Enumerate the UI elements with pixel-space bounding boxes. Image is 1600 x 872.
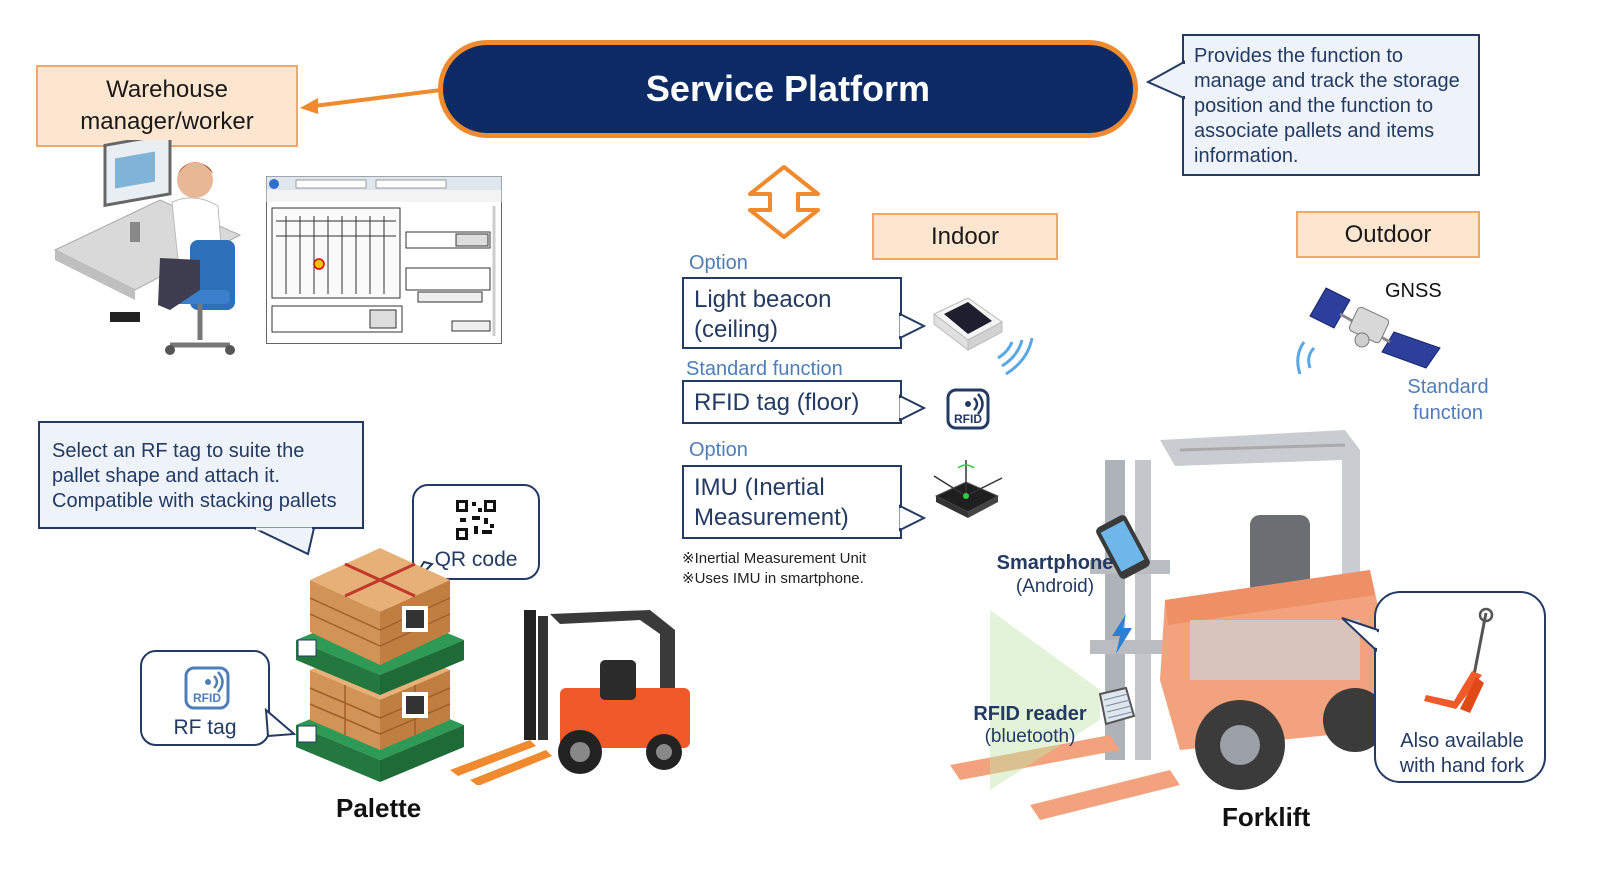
indoor-box: Indoor: [872, 213, 1058, 260]
warehouse-manager-label: Warehouse manager/worker: [80, 76, 254, 135]
rfid-floor-pointer: [899, 394, 927, 422]
light-beacon-box: Light beacon (ceiling): [682, 277, 902, 349]
hand-pallet-truck-icon: [1424, 607, 1494, 713]
imu-pointer: [899, 504, 927, 532]
platform-up-down-arrow: [748, 165, 820, 239]
imu-note-1: ※Inertial Measurement Unit: [682, 550, 867, 567]
outdoor-label: Outdoor: [1344, 220, 1432, 248]
platform-to-manager-arrow: [300, 88, 442, 114]
platform-function-callout: Provides the function to manage and trac…: [1182, 34, 1480, 176]
hand-fork-pointer: [1341, 617, 1380, 653]
pallet-callout-pointer: [253, 527, 316, 556]
gnss-standard-function: Standard function: [1407, 376, 1489, 424]
palette-title: Palette: [336, 793, 422, 823]
rfid-floor-icon: RFID: [946, 388, 990, 430]
imu-box: IMU (Inertial Measurement): [682, 465, 902, 539]
smartphone-label: Smartphone: [996, 552, 1114, 574]
worker-at-desk-illustration: [53, 140, 242, 355]
rf-tag-label: RF tag: [173, 716, 237, 739]
large-forklift-illustration: [950, 430, 1390, 820]
imu-tag: Option: [689, 439, 748, 461]
rfid-floor-icon-text: RFID: [954, 412, 982, 426]
indoor-label: Indoor: [930, 222, 1000, 250]
outdoor-box: Outdoor: [1296, 211, 1480, 258]
service-platform-title: Service Platform: [645, 68, 931, 109]
light-beacon-device-icon: [933, 297, 1034, 376]
forklift-title: Forklift: [1222, 802, 1311, 832]
pallet-rf-callout-text: Select an RF tag to suite the pallet sha…: [52, 440, 337, 512]
hand-fork-label: Also available with hand fork: [1399, 730, 1525, 777]
warehouse-manager-box: Warehouse manager/worker: [36, 65, 298, 147]
rf-bubble-pointer: [264, 707, 297, 738]
light-beacon-pointer: [899, 312, 927, 340]
platform-function-text: Provides the function to manage and trac…: [1194, 45, 1460, 167]
light-beacon-label: Light beacon (ceiling): [694, 286, 832, 343]
imu-label: IMU (Inertial Measurement): [694, 474, 849, 531]
qr-code-icon: [456, 500, 496, 540]
gnss-label: GNSS: [1385, 280, 1442, 302]
warehouse-map-screen-mock: [266, 176, 502, 344]
rf-tag-icon-text: RFID: [193, 691, 221, 705]
light-beacon-tag: Option: [689, 252, 748, 274]
rf-tag-bubble: RFID RF tag: [140, 650, 270, 746]
rfid-reader-conn-label: (bluetooth): [984, 726, 1076, 747]
hand-fork-bubble: Also available with hand fork: [1374, 591, 1546, 783]
service-platform-banner: Service Platform: [438, 40, 1138, 138]
bluetooth-bolt-icon: [1112, 614, 1132, 654]
small-forklift-illustration: [450, 610, 690, 785]
rfid-floor-label: RFID tag (floor): [694, 389, 860, 416]
qr-code-label: QR code: [434, 548, 518, 571]
gnss-satellite-icon: [1296, 287, 1441, 375]
stacked-pallets-illustration: [296, 548, 464, 782]
rfid-floor-box: RFID tag (floor): [682, 380, 902, 424]
rfid-floor-tag: Standard function: [686, 358, 843, 380]
imu-chip-icon: [933, 460, 1003, 518]
smartphone-icon: [1096, 515, 1150, 579]
rf-tag-icon: RFID: [184, 666, 230, 710]
rfid-reader-icon: [1098, 686, 1136, 726]
platform-callout-pointer: [1146, 60, 1186, 100]
rfid-reader-label: RFID reader: [973, 703, 1087, 725]
pallet-rf-callout: Select an RF tag to suite the pallet sha…: [38, 421, 364, 529]
imu-note-2: ※Uses IMU in smartphone.: [682, 570, 864, 587]
smartphone-os-label: (Android): [1015, 576, 1095, 597]
